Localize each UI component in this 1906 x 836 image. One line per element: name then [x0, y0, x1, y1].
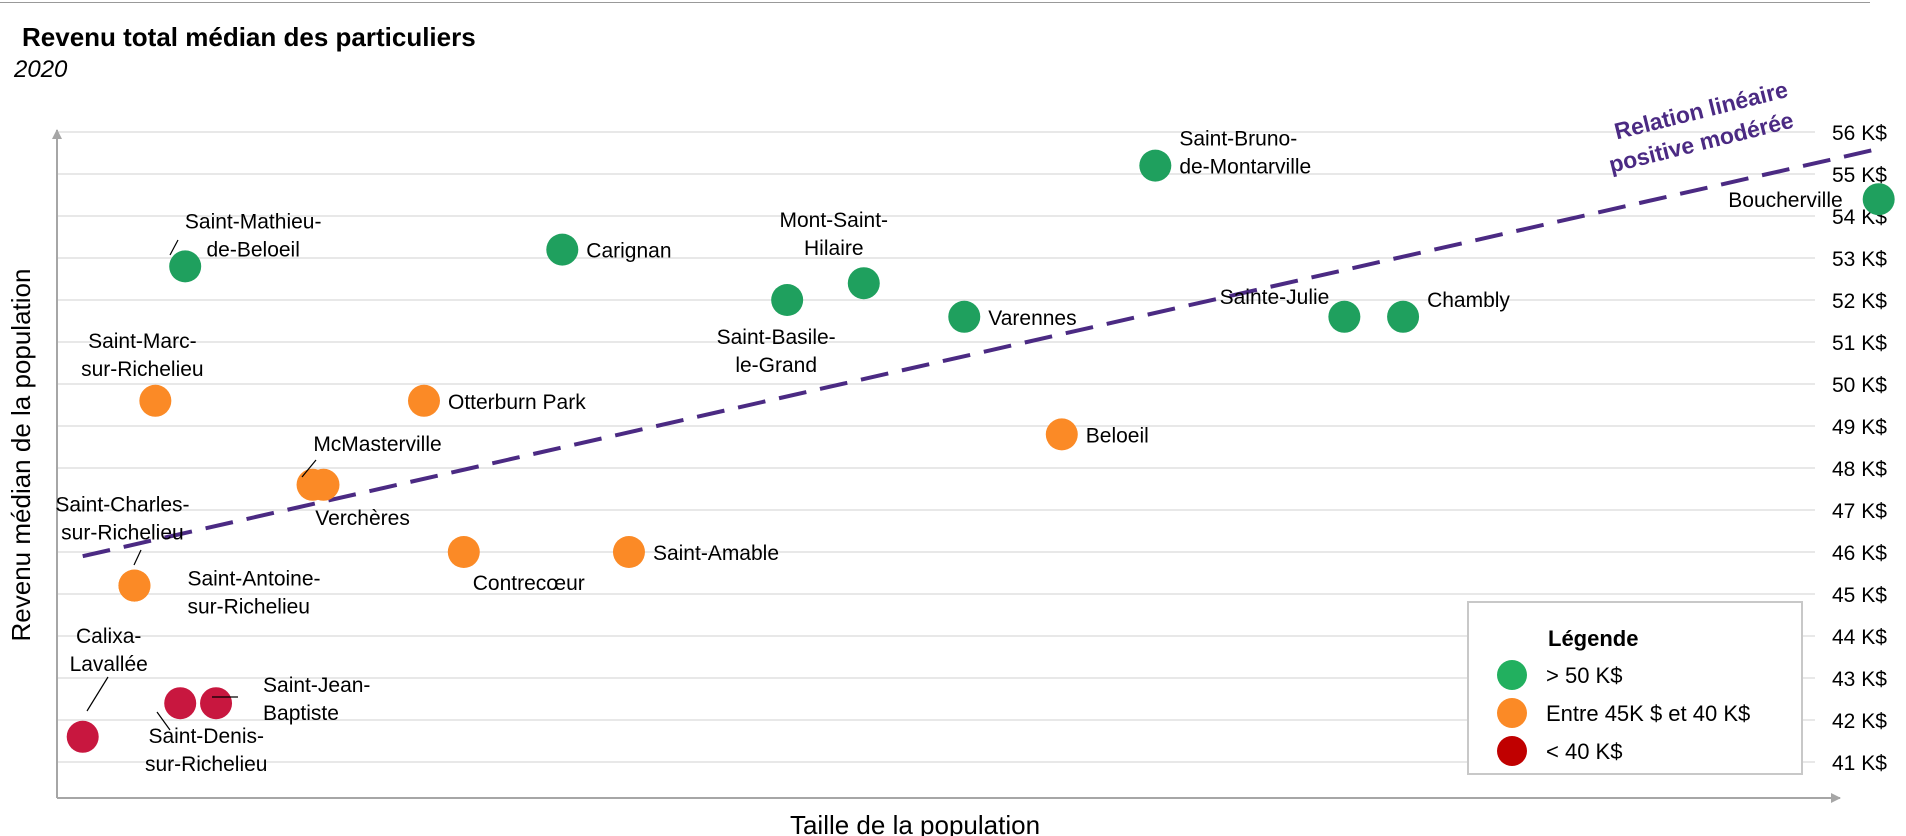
- leader-line: [156, 711, 171, 731]
- point-label: Saint-Jean-Baptiste: [263, 674, 370, 725]
- leader-line: [169, 239, 179, 256]
- point-label: Saint-Charles-sur-Richelieu: [55, 494, 189, 545]
- data-point: [200, 687, 233, 720]
- y-tick-label: 50 K$: [1832, 374, 1887, 397]
- y-tick-labels: 41 K$ 42 K$ 43 K$ 44 K$ 45 K$ 46 K$ 47 K$ 48 K$…: [1832, 122, 1887, 775]
- x-axis-label: Taille de la population: [790, 810, 1040, 836]
- y-tick-label: 45 K$: [1832, 584, 1887, 607]
- data-point: [169, 250, 202, 283]
- data-point: [546, 233, 579, 266]
- y-tick-label: 47 K$: [1832, 500, 1887, 523]
- legend-label: > 50 K$: [1546, 663, 1622, 688]
- data-point: [118, 569, 151, 602]
- leader-line: [301, 459, 317, 478]
- point-label: Sainte-Julie: [1220, 286, 1330, 309]
- legend-label: < 40 K$: [1546, 739, 1622, 764]
- point-label: Boucherville: [1728, 189, 1842, 212]
- point-label: McMasterville: [313, 433, 441, 456]
- point-label: Saint-Amable: [653, 542, 779, 565]
- point-labels: Saint-Bruno-de-MontarvilleBouchervilleSa…: [55, 128, 1842, 777]
- y-tick-label: 56 K$: [1832, 122, 1887, 145]
- point-label: Saint-Mathieu-de-Beloeil: [185, 210, 322, 261]
- point-label: Saint-Denis-sur-Richelieu: [145, 725, 268, 776]
- data-points: [66, 149, 1895, 753]
- data-point: [296, 468, 329, 501]
- leader-line: [133, 549, 142, 566]
- y-tick-label: 48 K$: [1832, 458, 1887, 481]
- data-point: [407, 384, 440, 417]
- y-tick-label: 44 K$: [1832, 626, 1887, 649]
- data-point: [447, 536, 480, 568]
- data-point: [66, 720, 99, 753]
- data-point: [1387, 300, 1420, 333]
- y-tick-label: 42 K$: [1832, 710, 1887, 733]
- data-point: [847, 267, 880, 300]
- y-tick-label: 43 K$: [1832, 668, 1887, 691]
- data-point: [1328, 300, 1361, 333]
- data-point: [771, 284, 804, 316]
- legend-items: > 50 K$ Entre 45K $ et 40 K$ < 40 K$: [1497, 660, 1750, 766]
- point-label: Varennes: [988, 307, 1076, 330]
- point-label: Otterburn Park: [448, 391, 586, 414]
- point-label: Saint-Marc-sur-Richelieu: [81, 330, 204, 381]
- point-label: Saint-Bruno-de-Montarville: [1179, 128, 1311, 179]
- point-label: Chambly: [1427, 289, 1510, 312]
- y-tick-label: 52 K$: [1832, 290, 1887, 313]
- y-tick-label: 49 K$: [1832, 416, 1887, 439]
- y-tick-label: 51 K$: [1832, 332, 1887, 355]
- point-label: Carignan: [586, 240, 671, 263]
- legend-label: Entre 45K $ et 40 K$: [1546, 701, 1750, 726]
- axes: [52, 129, 1841, 803]
- point-label: Saint-Antoine-sur-Richelieu: [187, 568, 320, 619]
- point-label: Saint-Basile-le-Grand: [717, 326, 836, 377]
- y-tick-label: 55 K$: [1832, 164, 1887, 187]
- data-point: [1045, 418, 1078, 451]
- legend-marker: [1497, 660, 1527, 690]
- legend-marker: [1497, 698, 1527, 728]
- data-point: [612, 536, 645, 568]
- chart-title: Revenu total médian des particuliers: [22, 22, 476, 52]
- top-rule: [0, 2, 1870, 3]
- point-label: Beloeil: [1086, 424, 1149, 447]
- y-tick-label: 41 K$: [1832, 752, 1887, 775]
- leader-line: [86, 676, 109, 712]
- trendline-group: Relation linéaire positive modérée: [82, 76, 1880, 559]
- legend-marker: [1497, 736, 1527, 766]
- legend: Légende > 50 K$ Entre 45K $ et 40 K$ < 40 …: [1467, 601, 1803, 775]
- legend-title: Légende: [1548, 626, 1638, 651]
- point-label: Verchères: [315, 507, 410, 530]
- y-tick-label: 53 K$: [1832, 248, 1887, 271]
- data-point: [164, 687, 197, 720]
- data-point: [1862, 183, 1895, 216]
- point-label: Calixa-Lavallée: [70, 625, 148, 676]
- trendline: [82, 146, 1880, 559]
- y-axis-label: Revenu médian de la population: [6, 269, 36, 642]
- data-point: [1139, 149, 1172, 182]
- y-tick-label: 46 K$: [1832, 542, 1887, 565]
- data-point: [139, 384, 172, 417]
- point-label: Mont-Saint-Hilaire: [780, 209, 889, 260]
- point-label: Contrecœur: [473, 572, 585, 595]
- data-point: [948, 300, 981, 333]
- chart-subtitle: 2020: [14, 56, 68, 83]
